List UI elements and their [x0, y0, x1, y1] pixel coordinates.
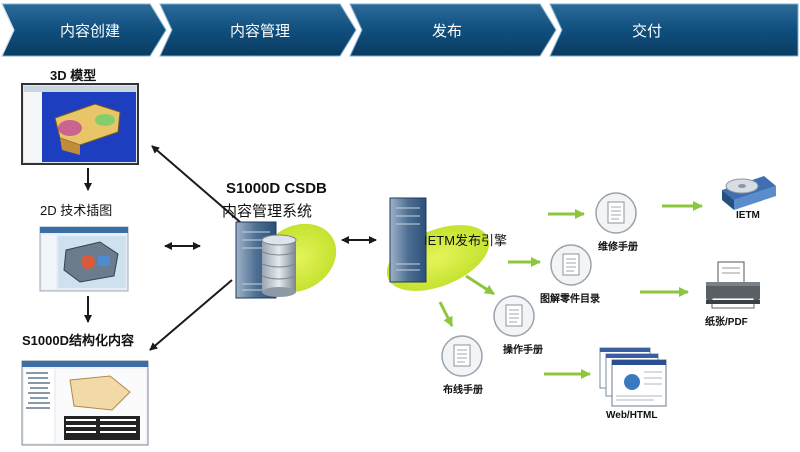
web-pages-icon [599, 347, 667, 407]
green-arrows [438, 201, 703, 379]
stage-label-create: 内容创建 [60, 23, 121, 40]
arrow-to-operation [465, 274, 495, 296]
label-model-3d: 3D 模型 [50, 68, 97, 83]
manual-icon-ipc [550, 244, 592, 286]
structured-content-thumbnail [21, 360, 149, 446]
stage-label-deliver: 交付 [632, 23, 663, 40]
label-wiring-manual: 布线手册 [443, 385, 483, 396]
arrow-csdb-to-structured [149, 279, 233, 351]
csdb-server [235, 221, 337, 299]
label-web-html: Web/HTML [606, 410, 658, 421]
engine-label: IETM发布引擎 [424, 233, 508, 248]
stage-chevron-4 [549, 3, 799, 57]
label-ietm: IETM [736, 210, 760, 221]
publishing-engine [386, 197, 490, 291]
manual-icon-maintenance [595, 192, 637, 234]
csdb-subtitle: 内容管理系统 [222, 203, 313, 220]
arrow-csdb-to-3d [151, 145, 241, 223]
stage-banner [1, 3, 799, 57]
ietm-disc-icon [722, 176, 776, 210]
label-operation-manual: 操作手册 [503, 345, 543, 356]
stage-chevron-2 [159, 3, 357, 57]
label-paper-pdf: 纸张/PDF [705, 317, 748, 328]
arrow-to-wiring [438, 301, 454, 327]
csdb-title: S1000D CSDB [226, 180, 327, 197]
printer-icon [706, 261, 760, 309]
label-maintenance-manual: 维修手册 [598, 242, 638, 253]
label-illustration-2d: 2D 技术插图 [40, 203, 113, 218]
manual-icon-wiring [441, 335, 483, 377]
stage-label-manage: 内容管理 [230, 23, 291, 40]
model-3d-thumbnail [21, 83, 139, 165]
illustration-2d-thumbnail [39, 226, 129, 292]
stage-chevron-3 [349, 3, 557, 57]
label-structured-content: S1000D结构化内容 [22, 333, 134, 348]
stage-label-publish: 发布 [432, 23, 463, 40]
label-ipc: 图解零件目录 [540, 294, 600, 305]
manual-icon-operation [493, 295, 535, 337]
black-arrows [84, 145, 377, 351]
